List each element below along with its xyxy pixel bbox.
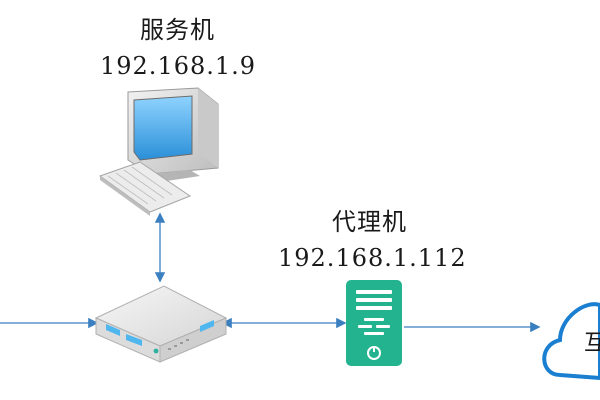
internet-label: 互 — [584, 331, 600, 356]
switch-icon — [94, 285, 228, 363]
proxy-server-icon — [346, 280, 402, 366]
server-ip: 192.168.1.9 — [100, 52, 257, 80]
internet-cloud-icon: 互 — [542, 302, 600, 381]
proxy-ip: 192.168.1.112 — [278, 244, 467, 272]
server-computer-icon — [98, 87, 219, 216]
connection-lines — [0, 212, 541, 333]
server-name: 服务机 — [140, 16, 215, 44]
proxy-name: 代理机 — [332, 208, 407, 236]
